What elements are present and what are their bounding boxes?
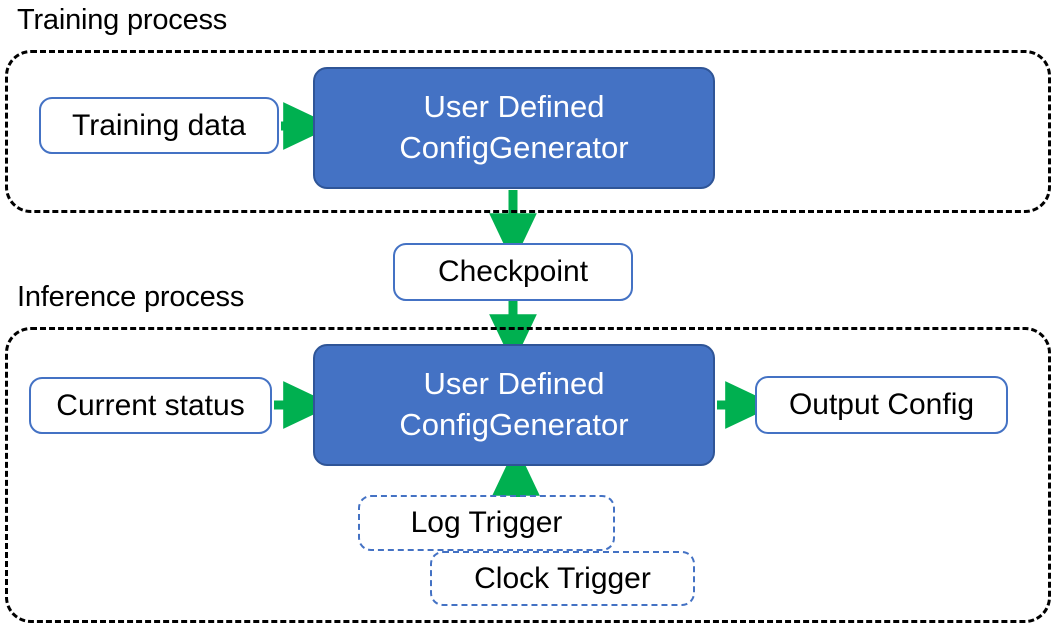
training-process-group — [5, 50, 1051, 213]
inference-process-label: Inference process — [17, 281, 245, 313]
node-clock-trigger[interactable]: Clock Trigger — [430, 551, 695, 606]
node-current-status-label: Current status — [56, 388, 245, 422]
node-checkpoint-label: Checkpoint — [437, 255, 589, 289]
node-user-defined-configgenerator-inference[interactable]: User Defined ConfigGenerator — [313, 344, 715, 466]
process-label-line2: ConfigGenerator — [399, 130, 629, 165]
node-log-trigger[interactable]: Log Trigger — [358, 495, 615, 551]
node-user-defined-configgenerator-training[interactable]: User Defined ConfigGenerator — [313, 67, 715, 189]
node-checkpoint[interactable]: Checkpoint — [393, 243, 633, 301]
process-label-line1: User Defined — [423, 366, 605, 402]
node-log-trigger-label: Log Trigger — [410, 506, 563, 540]
process-label-line1: User Defined — [423, 89, 605, 125]
inference-process-group — [5, 327, 1051, 623]
training-process-label: Training process — [17, 4, 228, 36]
node-output-config-label: Output Config — [788, 388, 975, 422]
process-label-line2: ConfigGenerator — [399, 407, 629, 442]
node-training-data-label: Training data — [72, 108, 246, 142]
node-current-status[interactable]: Current status — [29, 377, 272, 434]
node-training-data[interactable]: Training data — [39, 97, 279, 154]
node-output-config[interactable]: Output Config — [755, 376, 1008, 434]
node-clock-trigger-label: Clock Trigger — [474, 561, 651, 595]
